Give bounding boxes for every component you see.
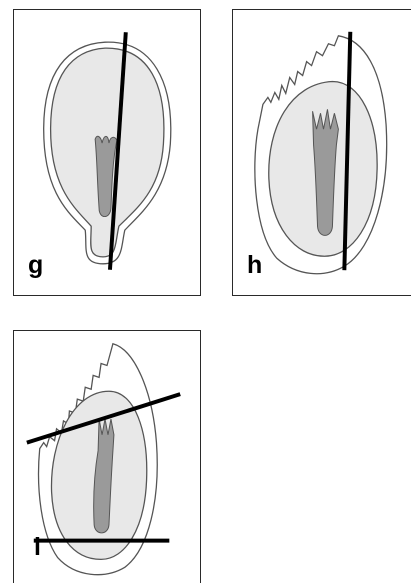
panel-label-h: h xyxy=(247,253,262,278)
panel-h: h xyxy=(232,9,411,296)
panel-label-g: g xyxy=(28,253,43,278)
seed-diagram-i xyxy=(14,331,200,583)
panel-i: i xyxy=(13,330,201,583)
panel-g: g xyxy=(13,9,201,296)
panel-label-i: i xyxy=(34,535,41,560)
